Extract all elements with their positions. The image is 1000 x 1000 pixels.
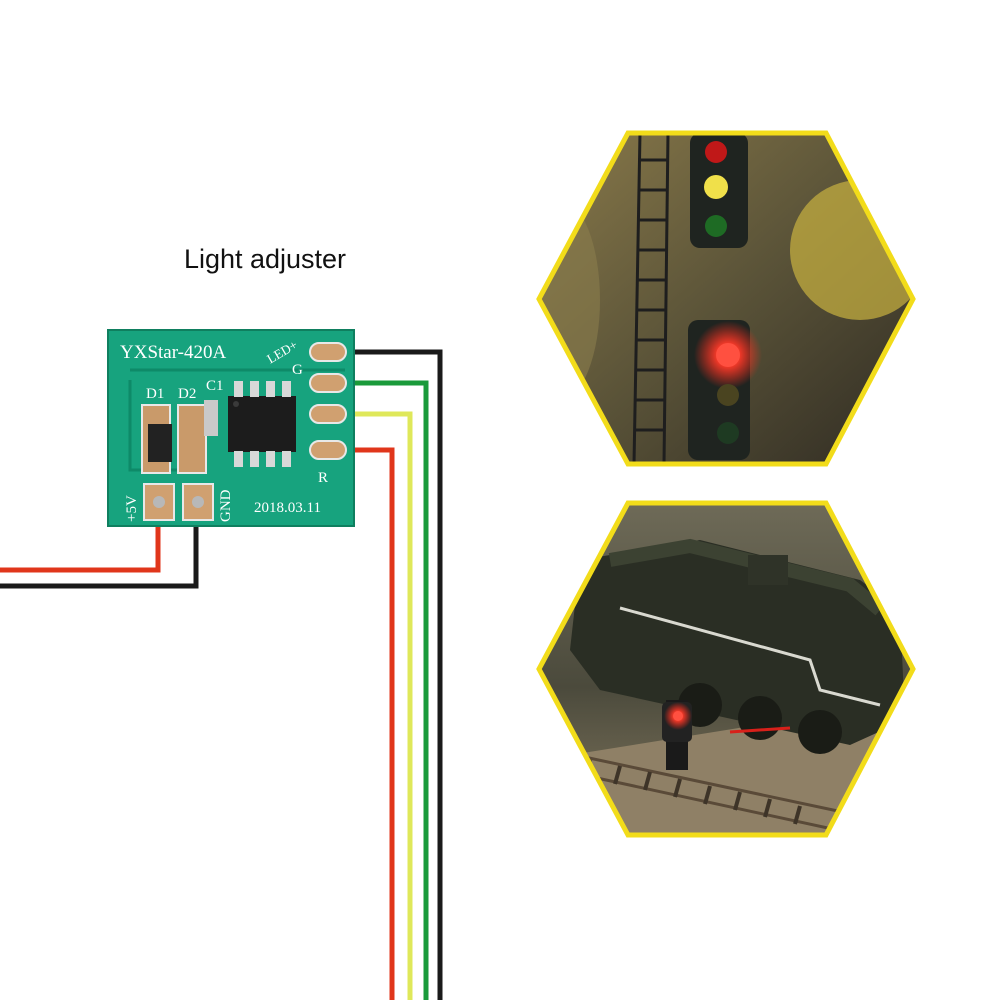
wire-red-r (340, 447, 395, 1000)
pcb-model-label: YXStar-420A (120, 342, 226, 363)
capacitor (204, 400, 218, 436)
pad-y (309, 404, 347, 424)
pcb-5v-label: +5V (124, 495, 140, 522)
lower-red-lamp (716, 343, 740, 367)
pad-led-plus (309, 342, 347, 362)
pcb-d2-label: D2 (178, 386, 196, 402)
upper-red-lamp (705, 141, 727, 163)
signal-photo (536, 130, 916, 467)
pcb-c1-label: C1 (206, 378, 224, 394)
wire-green-g (340, 380, 429, 1000)
pad-r (309, 440, 347, 460)
pad-g (309, 373, 347, 393)
wire-black-ground (0, 505, 199, 589)
transistor-chip (148, 424, 172, 462)
small-red-lamp (673, 711, 683, 721)
train-photo (536, 500, 916, 838)
pcb-date-label: 2018.03.11 (254, 500, 321, 516)
pcb-board: YXStar-420A D1 D2 C1 LED+ G R +5V GND 20… (107, 329, 355, 527)
pcb-g-label: G (292, 362, 303, 378)
pcb-gnd-label: GND (218, 489, 234, 522)
wire-yellow-y (340, 411, 413, 1000)
pcb-r-label: R (318, 470, 328, 486)
wires (0, 349, 443, 1000)
wire-black-led (340, 349, 443, 1000)
ic-chip (228, 381, 296, 467)
pcb-d1-label: D1 (146, 386, 164, 402)
d2-pad (177, 404, 207, 474)
page-title: Light adjuster (183, 244, 347, 274)
